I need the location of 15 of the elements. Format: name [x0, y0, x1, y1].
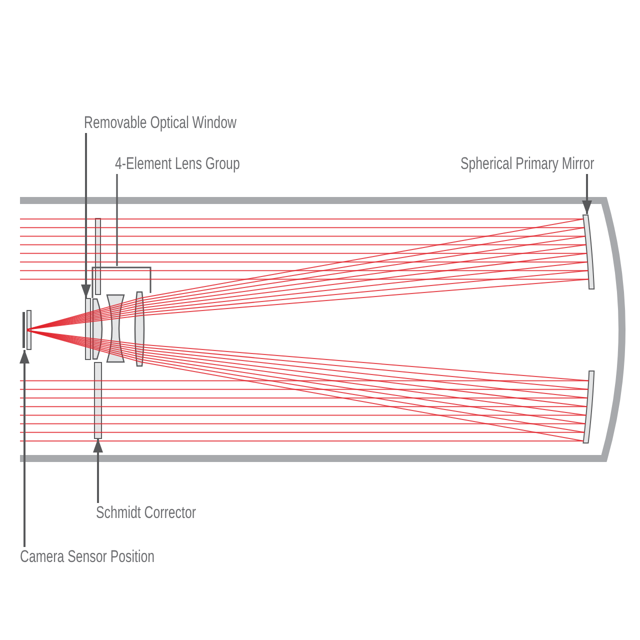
part-label: 4-Element Lens Group [115, 154, 240, 174]
primary-mirror [582, 214, 595, 290]
corrector-plate [94, 362, 102, 439]
leader-arrow [20, 350, 30, 547]
camera-sensor [22, 310, 32, 350]
leader-line [116, 174, 118, 266]
part-label: Schmidt Corrector [96, 503, 196, 523]
leader-arrow [582, 174, 592, 214]
leader-arrow [93, 438, 103, 503]
part-label: Spherical Primary Mirror [460, 154, 594, 174]
leader-arrow [81, 133, 91, 298]
optical-window [85, 298, 91, 360]
part-label: Removable Optical Window [84, 113, 236, 133]
lens-group-drawing [91, 266, 153, 367]
part-label: Camera Sensor Position [20, 547, 155, 567]
